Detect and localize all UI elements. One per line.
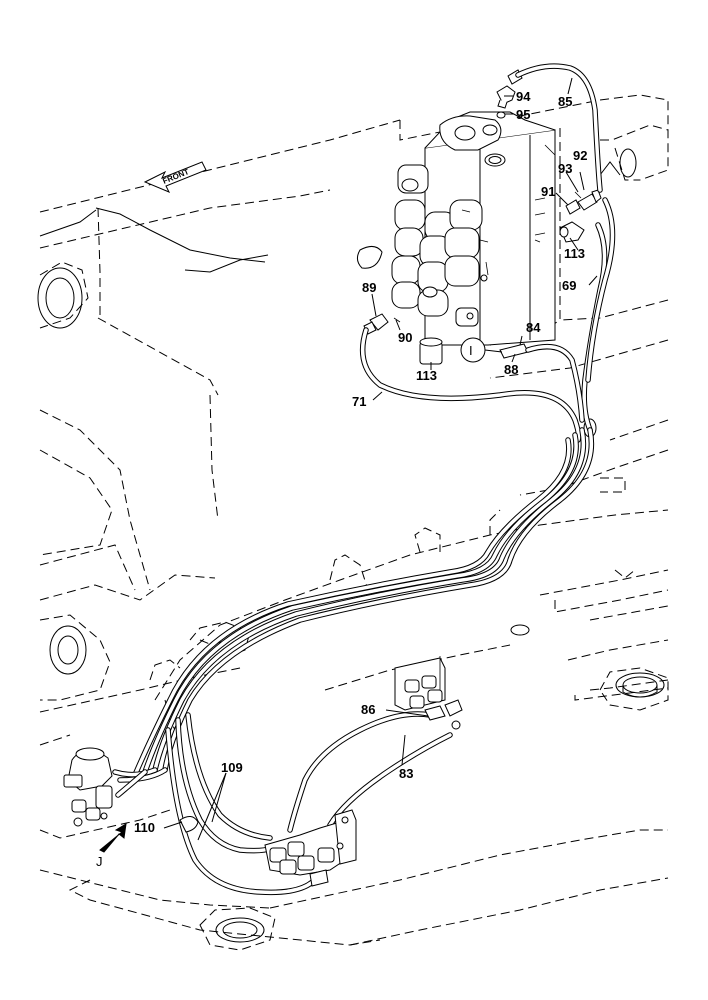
- callouts: 85 94 95 92 93 91 113 69 89 90 84 113 88…: [134, 89, 587, 835]
- callout-110: 110: [134, 820, 155, 835]
- callout-88: 88: [504, 362, 518, 377]
- callout-109: 109: [221, 760, 243, 775]
- callout-113-left: 113: [416, 368, 437, 383]
- callout-71: 71: [352, 394, 366, 409]
- callout-95: 95: [516, 107, 530, 122]
- callout-94: 94: [516, 89, 531, 104]
- frame-solid-details: [37, 148, 665, 943]
- pilot-valve-left: [63, 747, 113, 827]
- spool-stack: [391, 164, 489, 327]
- callout-91: 91: [541, 184, 555, 199]
- callout-83: 83: [399, 766, 413, 781]
- control-valve-assembly: [391, 111, 556, 346]
- front-direction-arrow: FRONT: [143, 161, 207, 193]
- solenoid-valve-block: [394, 656, 463, 730]
- callout-90: 90: [398, 330, 412, 345]
- callout-69: 69: [562, 278, 576, 293]
- callout-113-right: 113: [564, 246, 585, 261]
- callout-86: 86: [361, 702, 375, 717]
- detail-marker-i: I: [460, 337, 503, 363]
- hose-clamp-110: [179, 816, 199, 833]
- fittings: [363, 69, 602, 438]
- callout-85: 85: [558, 94, 572, 109]
- front-label: FRONT: [161, 167, 190, 186]
- view-j-label: J: [96, 854, 103, 869]
- callout-92: 92: [573, 148, 587, 163]
- leader-lines: [163, 77, 598, 841]
- view-j-arrow: J: [96, 823, 127, 869]
- callout-89: 89: [362, 280, 376, 295]
- manifold-lower: [264, 809, 357, 887]
- detail-i-label: I: [469, 343, 473, 358]
- callout-93: 93: [558, 161, 572, 176]
- callout-84: 84: [526, 320, 541, 335]
- hoses: [112, 63, 616, 896]
